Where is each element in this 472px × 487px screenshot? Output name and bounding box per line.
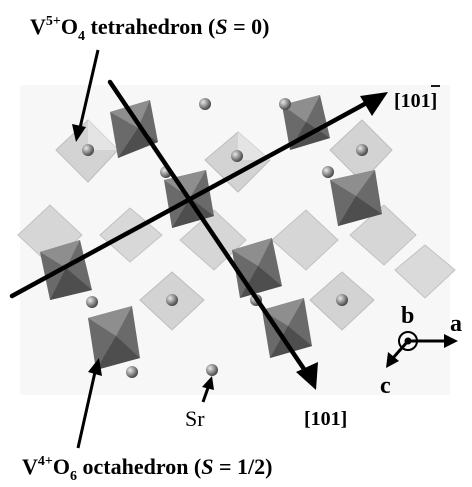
axis-label-c: c bbox=[380, 373, 391, 399]
octahedron bbox=[88, 306, 140, 370]
tetrahedron bbox=[271, 209, 339, 271]
pointer-arrows bbox=[72, 49, 214, 449]
c-axis-head bbox=[386, 352, 399, 368]
a-axis-head bbox=[444, 334, 458, 348]
sr-atom bbox=[336, 294, 348, 306]
c-axis-line bbox=[391, 340, 410, 359]
octahedron-label: V4+O6 octahedron (S = 1/2) bbox=[22, 454, 273, 484]
octahedron bbox=[330, 170, 382, 226]
octahedron-pointer-head bbox=[88, 358, 102, 376]
arrow-10-1-shaft bbox=[9, 97, 375, 299]
sr-pointer-head bbox=[202, 376, 214, 390]
arrow-101-shaft bbox=[107, 79, 309, 375]
sr-atom bbox=[231, 150, 243, 162]
sr-atom bbox=[206, 364, 218, 376]
sr-atom bbox=[166, 294, 178, 306]
axis-label-b: b bbox=[401, 303, 414, 329]
direction-label-10-1: [101] bbox=[394, 90, 437, 112]
axes-indicator: b a c bbox=[380, 303, 462, 399]
sr-atom bbox=[322, 166, 334, 178]
tetrahedron bbox=[88, 120, 118, 150]
sr-label: Sr bbox=[185, 406, 205, 431]
octahedra-layer bbox=[40, 95, 382, 370]
direction-arrows bbox=[9, 79, 388, 390]
octahedron-pointer bbox=[76, 371, 97, 449]
axis-label-a: a bbox=[450, 311, 462, 337]
barred-digit: 1 bbox=[421, 90, 431, 112]
sr-atom bbox=[279, 98, 291, 110]
sr-atom bbox=[82, 144, 94, 156]
sr-atom bbox=[86, 296, 98, 308]
tetrahedron-pointer-head bbox=[72, 124, 86, 142]
sr-atoms bbox=[82, 98, 368, 378]
sr-atom bbox=[126, 366, 138, 378]
direction-label-101: [101] bbox=[304, 408, 347, 430]
arrow-101-head bbox=[296, 362, 318, 390]
sr-atom bbox=[356, 144, 368, 156]
sr-atom bbox=[199, 98, 211, 110]
tetrahedron-label: V5+O4 tetrahedron (S = 0) bbox=[30, 14, 269, 44]
arrow-10-1-head bbox=[360, 92, 388, 116]
tetrahedron bbox=[99, 207, 163, 263]
tetrahedron-pointer bbox=[78, 49, 100, 129]
octahedron bbox=[262, 298, 312, 358]
tetrahedron bbox=[238, 132, 270, 160]
tetrahedron bbox=[394, 244, 456, 299]
octahedron bbox=[40, 240, 92, 300]
